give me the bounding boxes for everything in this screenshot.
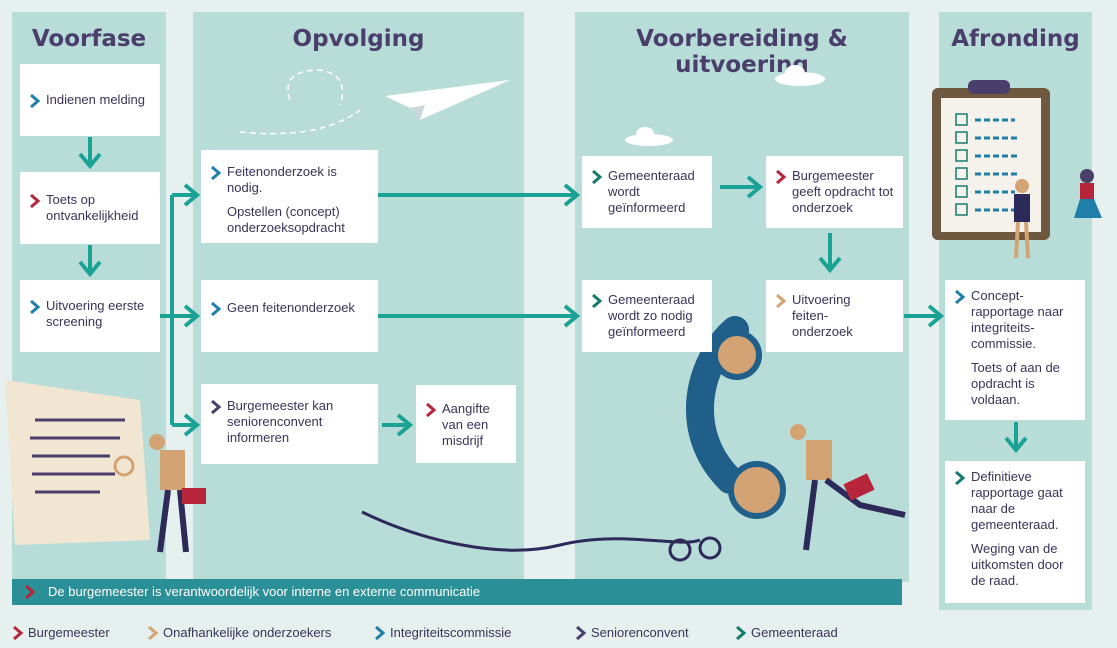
- box-burgemeester-opdracht: Burgemeester geeft opdracht tot onderzoe…: [766, 156, 903, 228]
- chevron-right-icon: [25, 585, 36, 599]
- box-eerste-screening: Uitvoering eerste screening: [20, 280, 160, 352]
- chevron-right-icon: [576, 626, 587, 640]
- box-definitieve-rapportage: Definitieve rapportage gaat naar de geme…: [945, 461, 1085, 603]
- column-title-afronding: Afronding: [951, 26, 1080, 52]
- scroll-illustration: [5, 380, 150, 545]
- banner-text: De burgemeester is verantwoordelijk voor…: [48, 584, 481, 599]
- chevron-right-icon: [955, 471, 966, 485]
- box-indienen-melding: Indienen melding: [20, 64, 160, 136]
- legend-item-gemeenteraad: Gemeenteraad: [735, 624, 838, 642]
- box-aangifte: Aangifte van een misdrijf: [416, 385, 516, 463]
- chevron-right-icon: [776, 294, 787, 308]
- chevron-right-icon: [426, 403, 437, 417]
- chevron-right-icon: [30, 194, 41, 208]
- chevron-right-icon: [592, 294, 603, 308]
- chevron-right-icon: [211, 400, 222, 414]
- box-uitvoering-feitenonderzoek: Uitvoering feiten-onderzoek: [766, 280, 903, 352]
- chevron-right-icon: [13, 626, 24, 640]
- legend-item-seniorenconvent: Seniorenconvent: [575, 624, 689, 642]
- legend-item-onafhankelijke-onderzoekers: Onafhankelijke onderzoekers: [147, 624, 331, 642]
- chevron-right-icon: [30, 300, 41, 314]
- chevron-right-icon: [375, 626, 386, 640]
- chevron-right-icon: [955, 290, 966, 304]
- chevron-right-icon: [211, 302, 222, 316]
- chevron-right-icon: [776, 170, 787, 184]
- column-title-voorfase: Voorfase: [31, 26, 147, 52]
- chevron-right-icon: [736, 626, 747, 640]
- legend-item-integriteitscommissie: Integriteitscommissie: [374, 624, 511, 642]
- box-toets-ontvankelijkheid: Toets op ontvankelijkheid: [20, 172, 160, 244]
- column-title-opvolging: Opvolging: [292, 26, 425, 52]
- people-illustration: [1014, 169, 1102, 259]
- column-title-voorbereiding: Voorbereiding & uitvoering: [636, 26, 848, 78]
- running-person-illustration: [790, 424, 906, 551]
- box-feitenonderzoek-nodig: Feitenonderzoek is nodig. Opstellen (con…: [201, 150, 378, 243]
- detective-illustration: [113, 434, 206, 553]
- chevron-right-icon: [211, 166, 222, 180]
- box-gemeenteraad-zo-nodig: Gemeenteraad wordt zo nodig geïnformeerd: [582, 280, 712, 352]
- clipboard-icon: [932, 80, 1050, 240]
- telephone-illustration: [361, 316, 786, 562]
- box-geen-feitenonderzoek: Geen feitenonderzoek: [201, 280, 378, 352]
- cloud-icon: [625, 65, 825, 146]
- box-gemeenteraad-geinformeerd: Gemeenteraad wordt geïnformeerd: [582, 156, 712, 228]
- communication-banner: De burgemeester is verantwoordelijk voor…: [12, 579, 902, 605]
- chevron-right-icon: [148, 626, 159, 640]
- box-burgemeester-seniorenconvent: Burgemeester kan seniorenconvent informe…: [201, 384, 378, 464]
- chevron-right-icon: [592, 170, 603, 184]
- chevron-right-icon: [30, 94, 41, 108]
- legend-item-burgemeester: Burgemeester: [12, 624, 110, 642]
- paper-plane-icon: [385, 80, 510, 120]
- box-concept-rapportage: Concept-rapportage naar integriteits-com…: [945, 280, 1085, 420]
